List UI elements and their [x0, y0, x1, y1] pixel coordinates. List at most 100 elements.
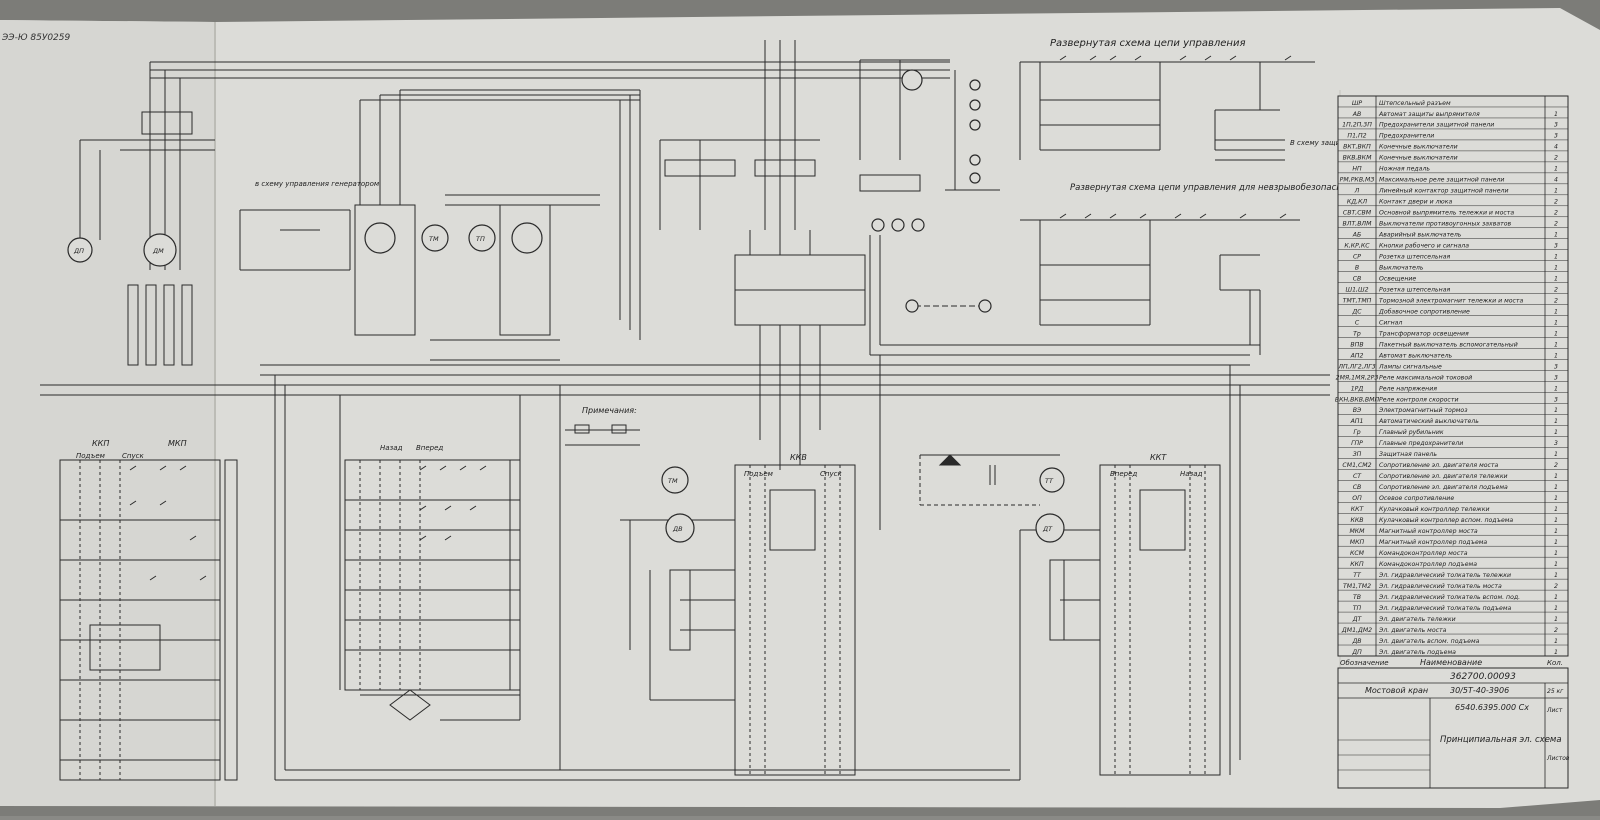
legend-name: Линейный контактор защитной панели	[1378, 188, 1508, 195]
legend-qty: 1	[1554, 616, 1558, 623]
legend-name: Эл. гидравлический толкатель моста	[1378, 583, 1502, 590]
label-down: Спуск	[122, 452, 144, 460]
label-kkv: ККВ	[790, 453, 807, 462]
legend-qty: 1	[1554, 506, 1558, 513]
legend-name: Автомат защиты выпрямителя	[1378, 111, 1480, 118]
legend-name: Предохранители защитной панели	[1379, 122, 1494, 129]
legend-qty: 3	[1554, 440, 1558, 447]
legend-name: Эл. гидравлический толкатель тележки	[1378, 572, 1511, 579]
legend-name: Конечные выключатели	[1379, 144, 1458, 151]
heading-control-circuit: Развернутая схема цепи управления	[1050, 38, 1246, 49]
legend-name: Выключатель	[1379, 264, 1424, 271]
legend-code: СР	[1353, 254, 1361, 261]
legend-name: Эл. гидравлический толкатель подъема	[1378, 605, 1512, 612]
legend-name: Командоконтроллер моста	[1379, 550, 1468, 557]
legend-qty: 2	[1554, 199, 1558, 206]
legend-qty: 2	[1554, 583, 1558, 590]
sheet-code: 6540.6395.000 Сх	[1455, 703, 1529, 712]
sheet-label: Лист	[1546, 707, 1563, 714]
motor-tv	[661, 466, 689, 494]
legend-code: ВЭ	[1353, 407, 1362, 414]
label-kkt-forward: Вперед	[1110, 470, 1137, 478]
heading-aux-control: Развернутая схема цепи управления для не…	[1070, 183, 1388, 193]
legend-code: ККТ	[1351, 506, 1365, 513]
legend-qty: 1	[1554, 341, 1558, 348]
legend-name: Кулачковый контроллер вспом. подъема	[1379, 517, 1513, 524]
legend-name: Эл. гидравлический толкатель вспом. под.	[1378, 594, 1520, 601]
legend-qty: 2	[1554, 155, 1558, 162]
legend-qty: 1	[1554, 319, 1558, 326]
legend-code: К,КР,КС	[1344, 243, 1370, 250]
legend-name: Тормозной электромагнит тележки и моста	[1379, 297, 1524, 304]
legend-name: Реле максимальной токовой	[1379, 374, 1472, 381]
legend-qty: 1	[1554, 594, 1558, 601]
legend-qty: 2	[1554, 297, 1558, 304]
label-kkt-back: Назад	[1180, 470, 1203, 478]
legend-qty: 4	[1554, 144, 1558, 151]
legend-name: Защитная панель	[1379, 451, 1437, 458]
legend-name: Сопротивление эл. двигателя подъема	[1379, 484, 1508, 491]
legend-qty: 3	[1554, 374, 1558, 381]
legend-qty: 1	[1554, 188, 1558, 195]
motor-tag: ТМ	[668, 477, 678, 485]
legend-header-qty: Кол.	[1547, 659, 1563, 667]
socket-sr-right	[978, 299, 992, 313]
legend-name: Магнитный контроллер моста	[1379, 528, 1478, 535]
legend-code: СМ1,СМ2	[1342, 462, 1371, 469]
label-mkp: МКП	[168, 439, 187, 448]
legend-name: Освещение	[1379, 275, 1416, 282]
label-up: Подъем	[76, 452, 106, 460]
legend-name: Розетка штепсельная	[1379, 286, 1450, 293]
legend-code: ДМ1,ДМ2	[1341, 627, 1372, 634]
legend-qty: 1	[1554, 638, 1558, 645]
legend-code: НП	[1352, 166, 1362, 173]
legend-code: АБ	[1352, 232, 1361, 239]
motor-dp	[67, 237, 93, 263]
motor-tag: ДП	[73, 247, 84, 255]
legend-code: АВ	[1352, 111, 1361, 118]
drawing-title: Принципиальная эл. схема	[1440, 735, 1562, 745]
legend-qty: 1	[1554, 232, 1558, 239]
legend-name: Ножная педаль	[1379, 166, 1430, 173]
legend-header-code: Обозначение	[1340, 659, 1389, 667]
motor-main-hoist	[143, 233, 177, 267]
crane-type: Мостовой кран	[1365, 686, 1428, 695]
legend-code: ШР	[1352, 100, 1363, 107]
legend-code: ЗП	[1353, 451, 1362, 458]
legend-name: Эл. двигатель подъема	[1378, 649, 1456, 656]
legend-name: Сопротивление эл. двигателя тележки	[1379, 473, 1508, 480]
legend-code: Гр	[1353, 429, 1360, 436]
legend-name: Сопротивление эл. двигателя моста	[1379, 462, 1499, 469]
legend-name: Эл. двигатель моста	[1378, 627, 1447, 634]
scale: 25 кг	[1547, 688, 1564, 695]
legend-code: ТТ	[1353, 572, 1362, 579]
legend-qty: 2	[1554, 221, 1558, 228]
legend-qty: 1	[1554, 275, 1558, 282]
legend-code: ККП	[1350, 561, 1364, 568]
legend-code: ДС	[1351, 308, 1362, 315]
legend-name: Главные предохранители	[1379, 440, 1463, 447]
legend-qty: 1	[1554, 385, 1558, 392]
legend-name: Эл. двигатель вспом. подъема	[1378, 638, 1480, 645]
legend-code: Ш1,Ш2	[1345, 286, 1368, 293]
label-kkt: ККТ	[1150, 453, 1167, 462]
legend-code: ВЛТ,ВЛМ	[1343, 221, 1373, 228]
legend-name: Кнопки рабочего и сигнала	[1379, 242, 1469, 250]
legend-qty: 1	[1554, 517, 1558, 524]
legend-name: Максимальное реле защитной панели	[1379, 177, 1504, 184]
legend-name: Выключатели противоугонных захватов	[1379, 221, 1512, 228]
legend-code: МКМ	[1349, 528, 1365, 535]
legend-code: ЛП,ЛГ2,ЛГ3	[1337, 363, 1375, 370]
legend-code: ТП	[1353, 605, 1362, 612]
legend-name: Предохранители	[1379, 133, 1434, 140]
legend-code: СВТ,СВМ	[1343, 210, 1372, 217]
legend-name: Командоконтроллер подъема	[1379, 561, 1477, 568]
legend-code: СТ	[1353, 473, 1362, 480]
legend-code: ОП	[1352, 495, 1362, 502]
transformer	[901, 69, 923, 91]
power-wiring	[40, 61, 1330, 781]
legend-name: Лампы сигнальные	[1378, 363, 1442, 370]
motor-tt	[1039, 467, 1065, 493]
legend-qty: 1	[1554, 550, 1558, 557]
legend-name: Пакетный выключатель вспомогательный	[1379, 341, 1518, 348]
